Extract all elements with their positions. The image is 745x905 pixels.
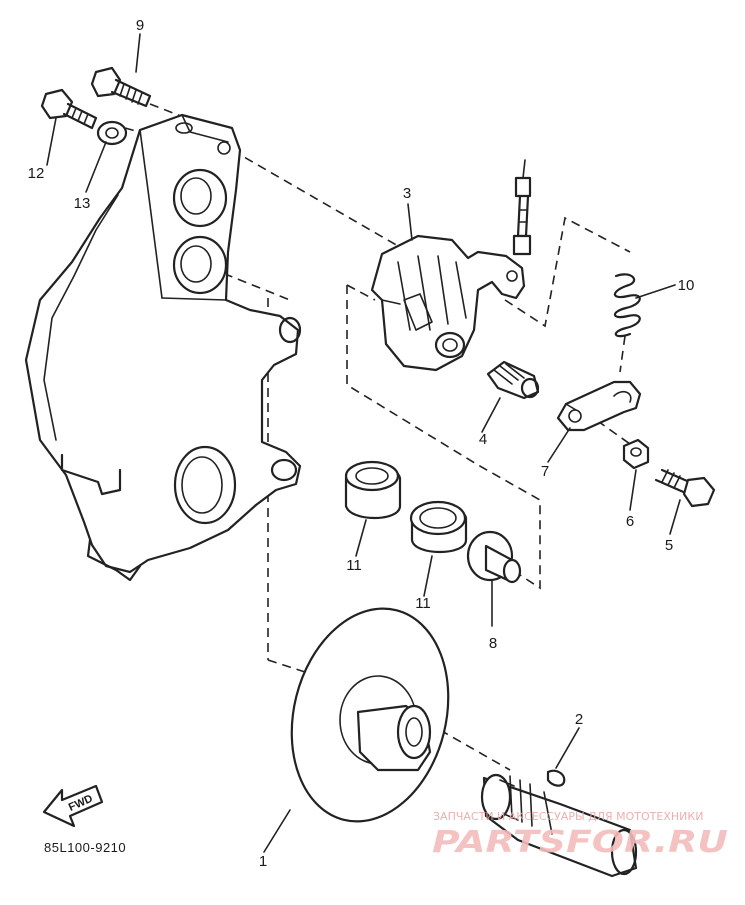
washer-13 (96, 120, 128, 146)
callout-11-upper: 11 (346, 557, 362, 574)
fwd-arrow-icon (42, 784, 104, 828)
nut-6 (622, 438, 650, 470)
fwd-arrow: FWD (42, 784, 104, 828)
callout-11-ring: 11 (415, 595, 431, 612)
bushing-11-ring (409, 500, 468, 554)
callout-8: 8 (489, 635, 497, 652)
adjuster-screw-4 (486, 360, 540, 400)
callout-6: 6 (626, 513, 634, 530)
callout-12: 12 (28, 165, 45, 182)
key-2 (546, 769, 566, 787)
callout-9: 9 (136, 17, 144, 34)
sheave-disc-1 (290, 607, 450, 823)
watermark-tagline: ЗАПЧАСТИ И АКСЕССУАРЫ ДЛЯ МОТОТЕХНИКИ (433, 810, 703, 823)
caliper-3 (370, 234, 526, 372)
callout-2: 2 (575, 711, 583, 728)
lever-arm-7 (556, 380, 642, 432)
callout-5: 5 (665, 537, 673, 554)
cable-end (512, 159, 532, 256)
callout-10: 10 (678, 277, 695, 294)
bushing-11-upper (344, 460, 402, 520)
watermark: ЗАПЧАСТИ И АКСЕССУАРЫ ДЛЯ МОТОТЕХНИКИ PA… (432, 810, 728, 860)
bolt-9 (90, 66, 152, 108)
watermark-brand: PARTSFOR.RU (432, 825, 728, 860)
spring-10 (613, 273, 641, 338)
callout-3: 3 (403, 185, 411, 202)
crankcase-housing (24, 113, 302, 582)
callout-4: 4 (479, 431, 487, 448)
leader-lines (46, 33, 681, 853)
callout-13: 13 (74, 195, 91, 212)
callout-7: 7 (541, 463, 549, 480)
callout-1: 1 (259, 853, 267, 870)
bolt-12 (40, 88, 98, 130)
callout-numbers: 9 12 13 3 10 4 7 6 5 11 11 8 2 1 (28, 17, 695, 870)
bolt-5 (654, 468, 716, 508)
crankshaft (480, 773, 638, 878)
pin-8 (466, 530, 522, 584)
drawing-code: 85L100-9210 (44, 840, 126, 855)
